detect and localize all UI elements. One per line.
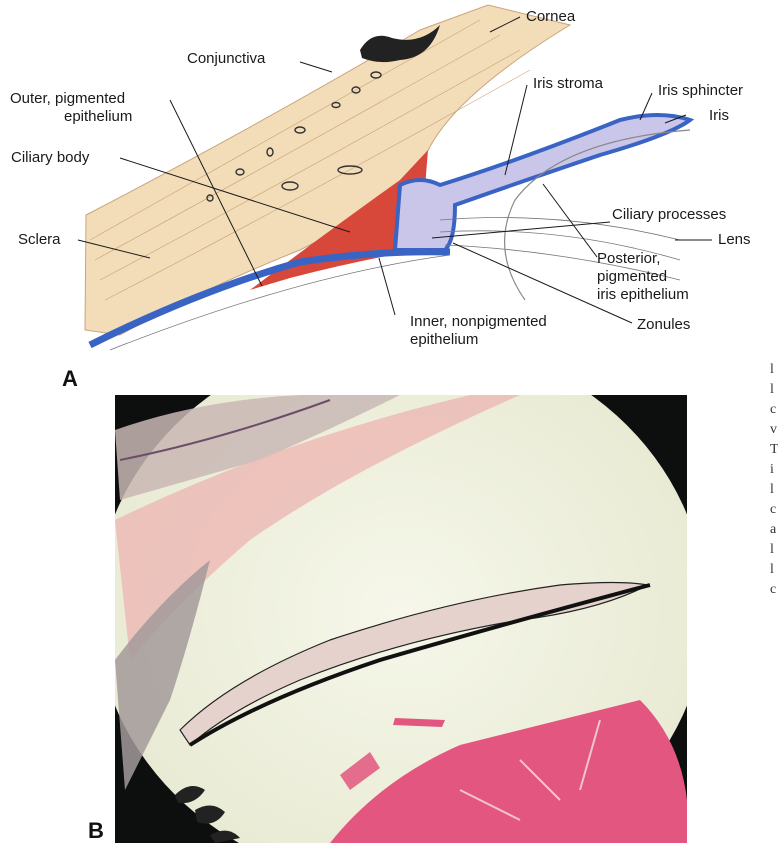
panel-b-letter: B bbox=[88, 818, 104, 844]
